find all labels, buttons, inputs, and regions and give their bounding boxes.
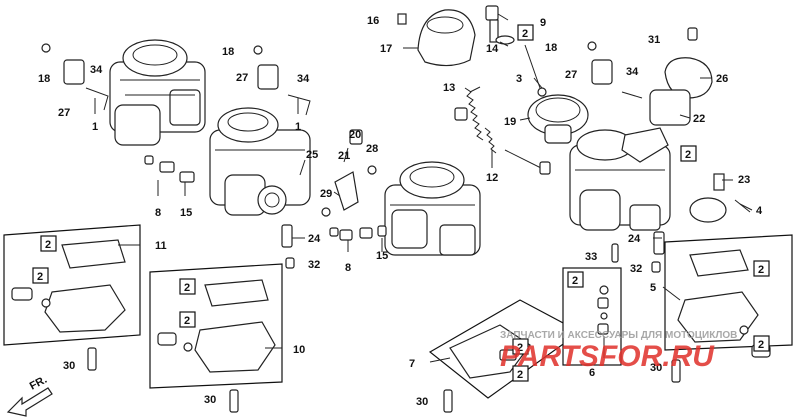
- boxed-callout-2: 2: [179, 278, 196, 295]
- callout-8a: 8: [155, 207, 161, 219]
- watermark: ЗАПЧАСТИ И АКСЕССУАРЫ ДЛЯ МОТОЦИКЛОВ PAR…: [500, 330, 737, 373]
- callout-27c: 27: [565, 69, 577, 81]
- callout-31: 31: [648, 34, 660, 46]
- gasket-right-upper: [621, 127, 669, 163]
- boxed-callouts: 2 2 2 2 2 2 2 2 2 2 2: [32, 24, 770, 382]
- callout-30c: 30: [416, 396, 428, 408]
- jets-set-left: [144, 155, 387, 241]
- svg-text:2: 2: [37, 271, 43, 283]
- svg-text:2: 2: [685, 149, 691, 161]
- svg-text:2: 2: [758, 339, 764, 351]
- boxed-callout-2: 2: [680, 145, 697, 162]
- callout-13: 13: [443, 82, 455, 94]
- callout-30b: 30: [204, 394, 216, 406]
- leader-lines: [94, 13, 753, 363]
- float-chamber-kit-11: [3, 224, 141, 346]
- carburetor-body-right: [569, 129, 671, 231]
- callout-numbers: 1 1 3 4 5 6 7 8 8 9 10 11 12 13 14 15 15…: [38, 15, 763, 408]
- callout-26: 26: [716, 73, 728, 85]
- boxed-callout-2: 2: [512, 338, 529, 355]
- callout-27b: 27: [236, 72, 248, 84]
- callout-18b: 18: [222, 46, 234, 58]
- boxed-callout-2: 2: [179, 311, 196, 328]
- callout-32b: 32: [630, 263, 642, 275]
- boxed-callout-2: 2: [32, 267, 49, 284]
- callout-1a: 1: [92, 121, 98, 133]
- hardware-left: [41, 41, 643, 217]
- boxed-callout-2: 2: [517, 24, 534, 41]
- chamber-cover: [397, 9, 476, 67]
- callout-23: 23: [738, 174, 750, 186]
- callout-24b: 24: [628, 233, 641, 245]
- boxed-callout-2: 2: [753, 335, 770, 352]
- float-chamber-kit-7: [428, 299, 582, 399]
- svg-text:2: 2: [522, 28, 528, 40]
- callout-32a: 32: [308, 259, 320, 271]
- callout-3: 3: [516, 73, 522, 85]
- svg-text:2: 2: [45, 239, 51, 251]
- watermark-tagline: ЗАПЧАСТИ И АКСЕССУАРЫ ДЛЯ МОТОЦИКЛОВ: [500, 330, 737, 341]
- callout-34a: 34: [90, 64, 103, 76]
- callout-5: 5: [650, 282, 656, 294]
- svg-text:2: 2: [758, 264, 764, 276]
- boxed-callout-2: 2: [512, 365, 529, 382]
- carburetor-body-center: [384, 161, 481, 256]
- callout-19: 19: [504, 116, 516, 128]
- callout-28: 28: [366, 143, 378, 155]
- boxed-callout-2: 2: [40, 235, 57, 252]
- svg-text:2: 2: [572, 275, 578, 287]
- spring: [464, 87, 484, 141]
- callout-22: 22: [693, 113, 705, 125]
- callout-24a: 24: [308, 233, 321, 245]
- callout-25: 25: [306, 149, 318, 161]
- callout-21: 21: [338, 150, 350, 162]
- throttle-stop-screw: [689, 173, 751, 223]
- callout-7: 7: [409, 358, 415, 370]
- callout-15b: 15: [376, 250, 388, 262]
- callout-1b: 1: [295, 121, 301, 133]
- callout-10: 10: [293, 344, 305, 356]
- callout-20: 20: [349, 129, 361, 141]
- carburetor-body-center-left: [209, 107, 311, 216]
- callout-8b: 8: [345, 262, 351, 274]
- front-direction-arrow: FR.: [6, 374, 53, 417]
- callout-12: 12: [486, 172, 498, 184]
- callout-34c: 34: [626, 66, 639, 78]
- callout-4: 4: [756, 205, 763, 217]
- float-chamber-kit-10: [149, 263, 283, 389]
- callout-16: 16: [367, 15, 379, 27]
- diaphragm-piston: [527, 94, 589, 144]
- carburetor-body-left: [109, 39, 206, 146]
- callout-6: 6: [589, 367, 595, 379]
- boxed-callout-2: 2: [567, 271, 584, 288]
- callout-18c: 18: [545, 42, 557, 54]
- callout-15a: 15: [180, 207, 192, 219]
- callout-18a: 18: [38, 73, 50, 85]
- callout-9: 9: [540, 17, 546, 29]
- callout-27a: 27: [58, 107, 70, 119]
- watermark-logo: PARTSFOR.RU: [500, 340, 715, 373]
- callout-33: 33: [585, 251, 597, 263]
- svg-text:2: 2: [517, 369, 523, 381]
- svg-text:2: 2: [184, 282, 190, 294]
- callout-29: 29: [320, 188, 332, 200]
- callout-14: 14: [486, 43, 499, 55]
- boxed-callout-2: 2: [753, 260, 770, 277]
- callout-34b: 34: [297, 73, 310, 85]
- callout-30d: 30: [650, 362, 662, 374]
- callout-17: 17: [380, 43, 392, 55]
- svg-text:2: 2: [184, 315, 190, 327]
- air-cutoff-valve: [454, 107, 551, 175]
- callout-11: 11: [155, 240, 167, 252]
- top-cover-right: [649, 27, 713, 126]
- svg-text:2: 2: [517, 342, 523, 354]
- callout-30a: 30: [63, 360, 75, 372]
